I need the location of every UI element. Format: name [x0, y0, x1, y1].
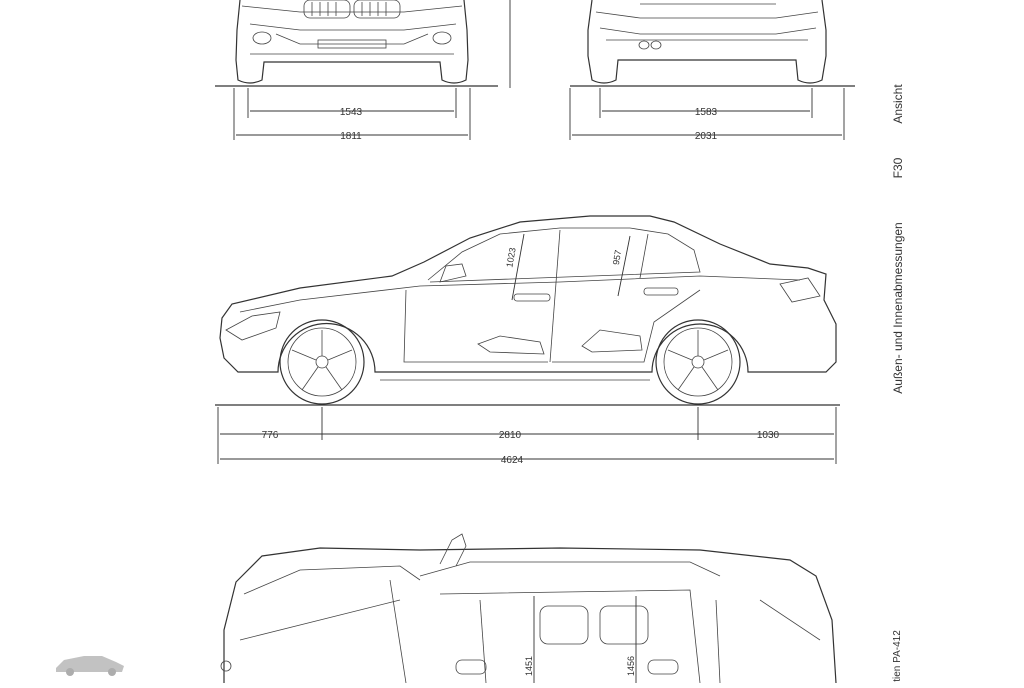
top-view: 1451 1456	[220, 533, 837, 684]
car-logo-icon	[56, 656, 124, 676]
overall-length-label: 4624	[501, 455, 524, 466]
side-view: 1023 957	[219, 215, 837, 405]
rear-shoulder-label: 1456	[626, 656, 636, 676]
rear-overhang-label: 1030	[757, 430, 780, 441]
front-overhang-label: 776	[262, 430, 279, 441]
front-view	[235, 0, 511, 88]
rear-mirror-width-label: 2031	[695, 131, 718, 142]
rear-headroom-label: 957	[611, 249, 623, 266]
rear-track-width-label: 1583	[695, 107, 718, 118]
front-shoulder-label: 1451	[524, 656, 534, 676]
front-dimensions: 1543 1811	[233, 88, 471, 142]
side-dimensions: 776 2810 1030 4624	[217, 407, 837, 466]
rear-dimensions: 1583 2031	[569, 88, 845, 142]
front-headroom-label: 1023	[504, 247, 517, 268]
series-label: tien PA-412	[892, 630, 903, 682]
front-overall-width-label: 1811	[340, 131, 362, 142]
front-wheel	[279, 319, 365, 405]
view-label: Ansicht	[891, 84, 905, 124]
front-track-width-label: 1543	[340, 107, 363, 118]
rear-wheel	[655, 319, 741, 405]
model-code-label: F30	[891, 157, 905, 178]
dimensions-title-label: Außen- und Innenabmessungen	[891, 222, 905, 393]
rear-view	[587, 0, 827, 84]
wheelbase-label: 2810	[499, 430, 522, 441]
